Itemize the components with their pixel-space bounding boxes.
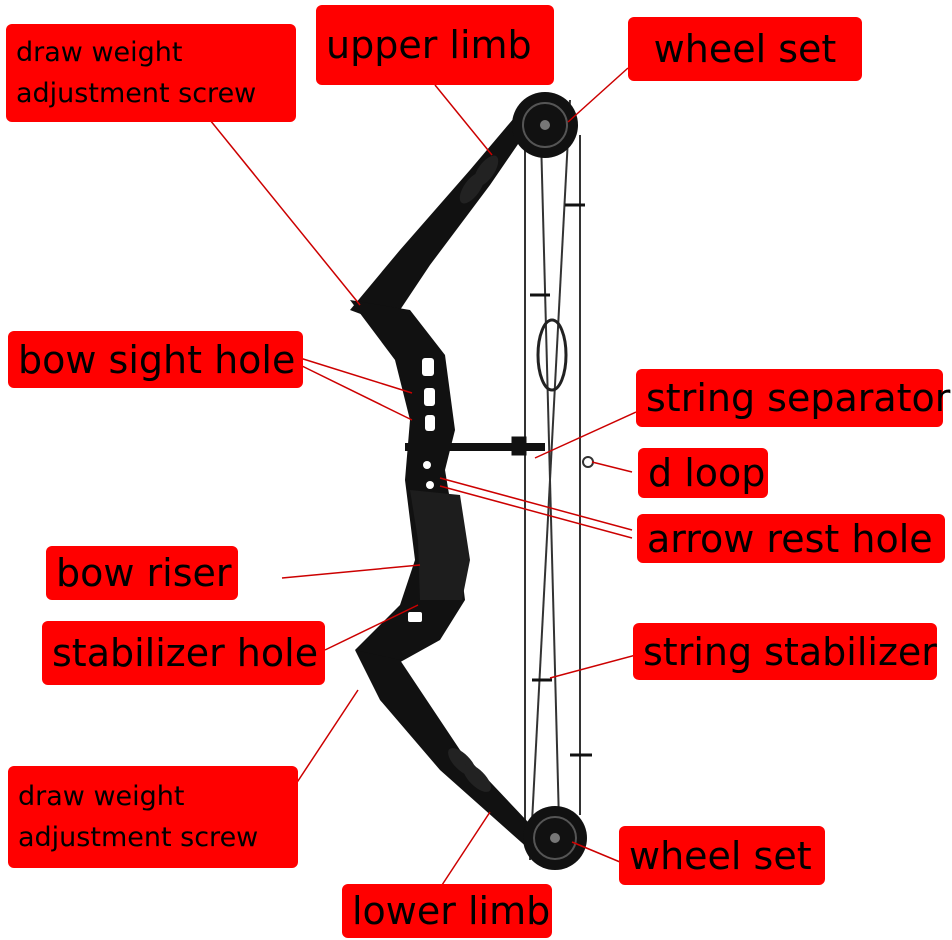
label-lower-limb: lower limb (342, 884, 552, 938)
label-arrow-rest-hole: arrow rest hole (637, 514, 945, 563)
label-draw-weight-bottom-line1: draw weight (18, 781, 185, 812)
upper-limb-ribs (459, 155, 499, 204)
riser-holes (408, 358, 435, 622)
label-bow-sight-hole: bow sight hole (8, 331, 303, 388)
lower-wheel (523, 806, 587, 870)
label-draw-weight-bottom: draw weight adjustment screw (8, 766, 298, 868)
label-wheel-set-bottom: wheel set (619, 826, 825, 885)
upper-wheel (512, 92, 578, 158)
label-draw-weight-top-line2: adjustment screw (16, 78, 257, 109)
grip-shape (410, 490, 470, 600)
label-stabilizer-hole: stabilizer hole (42, 621, 325, 685)
label-draw-weight-top-line1: draw weight (16, 37, 183, 68)
label-bow-riser: bow riser (46, 546, 238, 600)
label-upper-limb: upper limb (316, 5, 554, 85)
label-draw-weight-top: draw weight adjustment screw (6, 24, 296, 122)
label-string-separator: string separator (636, 369, 950, 427)
d-loop-shape (582, 456, 594, 468)
label-d-loop: d loop (638, 448, 768, 498)
arrow-rest-bar (405, 443, 545, 451)
leader-lines (209, 67, 637, 886)
label-wheel-set-top: wheel set (628, 17, 862, 81)
cable-loop (536, 318, 568, 392)
bow-strings (524, 99, 581, 861)
upper-limb-shape (350, 105, 540, 325)
label-draw-weight-bottom-line2: adjustment screw (18, 822, 259, 853)
label-string-stabilizer: string stabilizer (633, 623, 937, 680)
lower-limb-ribs (448, 748, 491, 792)
